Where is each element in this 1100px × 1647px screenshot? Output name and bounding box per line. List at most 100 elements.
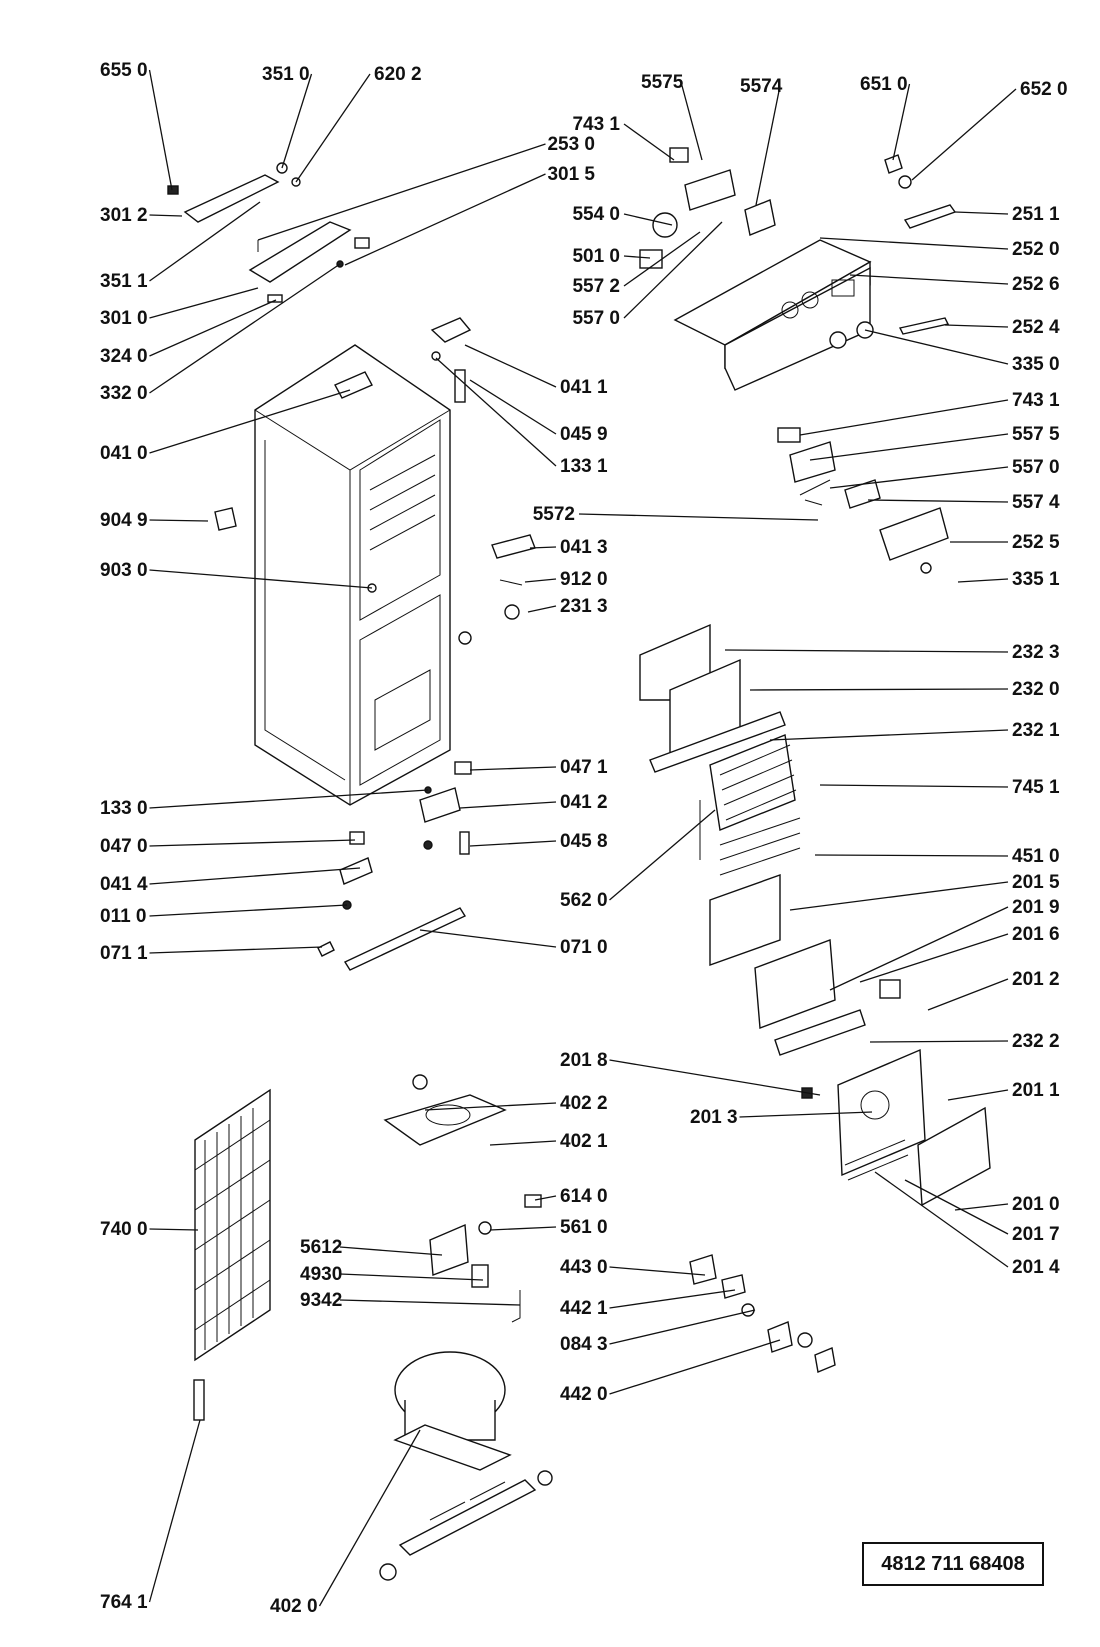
leader-line-l3012 [149,214,183,217]
part-label-l2015: 201 5 [1012,872,1060,893]
part-label-l4420: 442 0 [560,1384,608,1405]
part-label-l2524: 252 4 [1012,317,1060,338]
part-label-l7431b: 743 1 [1012,390,1060,411]
freezer-panel [801,1048,991,1207]
part-label-l2011: 201 1 [1012,1080,1060,1101]
part-label-l7451: 745 1 [1012,777,1060,798]
part-label-l2526: 252 6 [1012,274,1060,295]
part-label-l3351: 335 1 [1012,569,1060,590]
leader-line-l2323 [724,649,1009,653]
leader-line-l0412 [459,801,557,809]
part-label-l5570b: 557 0 [1012,457,1060,478]
part-label-l6520: 652 0 [1020,79,1068,100]
leader-line-l5540 [623,213,673,226]
part-label-l0412: 041 2 [560,792,608,813]
leader-line-l3240 [149,299,277,357]
leader-line-l2313 [527,605,557,613]
leader-line-l5010 [623,255,651,259]
leader-line-l2321 [769,729,1009,741]
leader-line-l0410 [149,389,351,454]
control-housing [639,147,957,391]
leader-lines [148,69,1017,1607]
leader-line-l5574a [755,85,781,206]
leader-line-l0711 [149,946,323,954]
part-label-l2322: 232 2 [1012,1031,1060,1052]
leader-line-l4022 [424,1102,557,1111]
part-label-l4022: 402 2 [560,1093,608,1114]
leader-line-l4930 [339,1273,484,1281]
leader-line-l0470 [149,839,356,847]
leader-line-l9342 [339,1299,521,1306]
part-label-l5574b: 557 4 [1012,492,1060,513]
part-label-l0110: 011 0 [100,906,147,927]
part-label-l2320: 232 0 [1012,679,1060,700]
part-label-l2012: 201 2 [1012,969,1060,990]
leader-line-l9120 [524,578,557,583]
part-label-l2017: 201 7 [1012,1224,1060,1245]
leader-line-l2530 [257,143,546,241]
part-label-l2511: 251 1 [1012,204,1060,225]
part-label-l5575a: 5575 [641,72,684,93]
part-label-l2321: 232 1 [1012,720,1060,741]
part-label-l2013: 201 3 [690,1107,738,1128]
part-label-l0459: 045 9 [560,424,608,445]
leader-line-l5620 [609,809,716,901]
part-label-l2010: 201 0 [1012,1194,1060,1215]
part-label-l4510: 451 0 [1012,846,1060,867]
part-label-l6140: 614 0 [560,1186,608,1207]
part-label-l5570a: 557 0 [572,308,620,329]
part-label-l5540: 554 0 [572,204,620,225]
leader-line-l3010 [149,287,259,319]
leader-line-l3015 [344,173,546,266]
leader-line-l5612 [339,1246,443,1256]
leader-line-l2524 [944,324,1009,328]
condenser [193,1088,271,1421]
leader-line-l6140 [534,1195,557,1201]
leader-line-l5572a [623,231,701,287]
leader-line-l2017 [904,1179,1009,1235]
leader-line-l2526 [849,274,1009,285]
leader-line-l2010 [954,1203,1009,1211]
leader-line-l0471 [469,766,557,771]
top-strip [167,162,370,303]
part-label-l7431a: 743 1 [572,114,620,135]
part-label-l3320: 332 0 [100,383,148,404]
part-label-l0470: 047 0 [100,836,148,857]
document-number: 4812 711 68408 [862,1542,1044,1586]
leader-line-l2520 [819,237,1009,250]
part-label-l3350: 335 0 [1012,354,1060,375]
leader-line-l1330 [149,789,429,809]
evaporator [639,623,901,1056]
leader-line-l0110 [149,904,348,917]
part-label-l7400: 740 0 [100,1219,148,1240]
cabinet [254,344,451,806]
leader-line-l0458 [469,840,557,847]
part-label-l4430: 443 0 [560,1257,608,1278]
leader-line-l7431b [799,399,1009,436]
part-label-l2323: 232 3 [1012,642,1060,663]
leader-line-l0843 [609,1309,756,1345]
leader-line-l2019 [829,906,1009,991]
leader-line-l9049 [149,519,209,522]
leader-line-l2013 [739,1111,873,1118]
part-label-l5620: 562 0 [560,890,608,911]
part-label-l9049: 904 9 [100,510,148,531]
leader-line-l1331 [435,357,557,467]
part-label-l1331: 133 1 [560,456,608,477]
leader-line-l4420 [609,1339,781,1395]
part-label-l3012: 301 2 [100,205,148,226]
part-label-l2016: 201 6 [1012,924,1060,945]
leader-line-l2011 [947,1089,1009,1101]
part-label-l9120: 912 0 [560,569,608,590]
leader-line-l5570a [623,221,723,319]
leader-line-l0414 [149,867,361,885]
leader-line-l6510 [892,83,911,161]
leader-line-l3350 [864,329,1009,365]
leader-line-l6550 [148,69,173,191]
part-label-l3511: 351 1 [100,271,148,292]
part-label-l4930: 4930 [300,1264,342,1285]
part-label-l4021: 402 1 [560,1131,608,1152]
part-label-l2018: 201 8 [560,1050,608,1071]
